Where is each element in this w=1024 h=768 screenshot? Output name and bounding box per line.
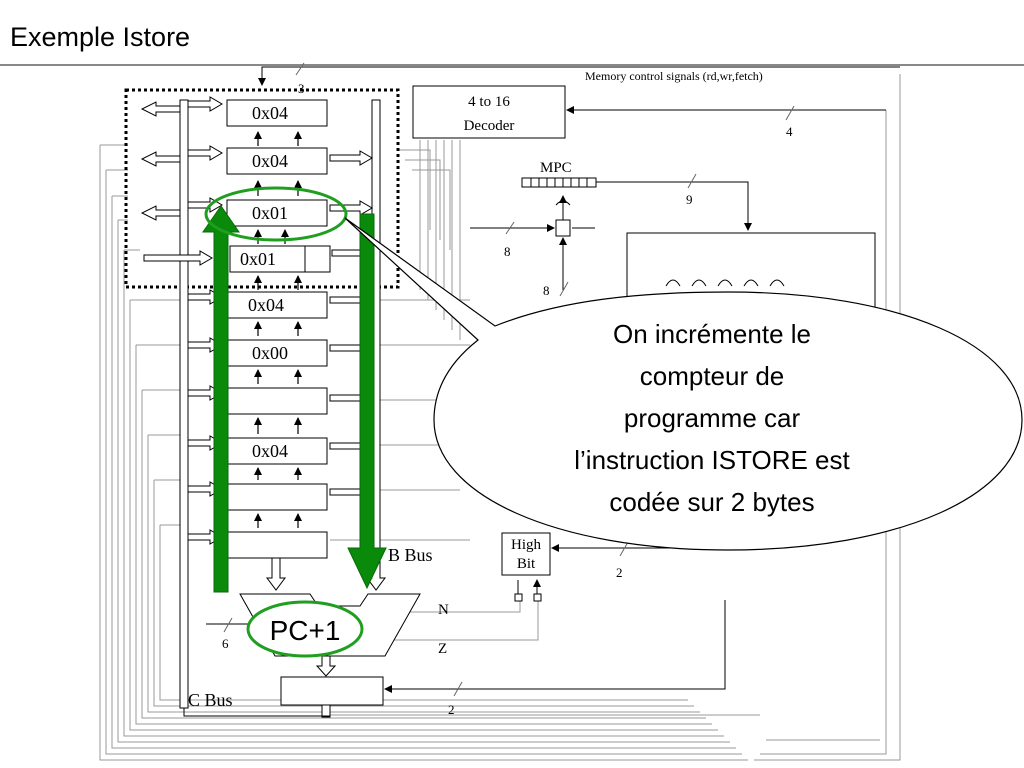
callout-line: On incrémente le (613, 319, 811, 349)
c-bus-label: C Bus (188, 690, 233, 710)
mux-up-brace (555, 200, 571, 206)
bus-width-tick (223, 617, 233, 633)
c-bus-bottom (183, 705, 331, 717)
bus-width-mux-out: 8 (543, 283, 550, 298)
decoder-label-1: 4 to 16 (468, 94, 510, 110)
b-bus-flow-arrow (347, 213, 387, 590)
register-value: 0x04 (252, 441, 288, 461)
c-bus-flow-arrow (202, 205, 240, 593)
bus-width-tick (687, 173, 697, 189)
register-value: 0x04 (252, 151, 288, 171)
mpc-to-store-wire (596, 181, 752, 231)
register-file: 0x04 0x04 0x01 0x01 0x04 0x00 0x04 (226, 99, 331, 559)
callout-bubble (344, 217, 1023, 551)
decoder-box[interactable] (412, 85, 566, 139)
memory-control-label: Memory control signals (rd,wr,fetch) (585, 69, 763, 83)
register-box[interactable] (226, 387, 328, 415)
alu-label: PC+1 (270, 615, 341, 646)
high-bit-label-1: High (511, 537, 542, 553)
alu-highlight-ellipse (246, 600, 364, 658)
bus-width-decoder: 4 (786, 124, 793, 139)
register-box[interactable] (226, 99, 328, 127)
bus-width-mux-in: 8 (504, 244, 511, 259)
bus-width-tick (785, 105, 795, 121)
high-bit-box[interactable] (501, 532, 551, 576)
b-bus-label: B Bus (388, 545, 433, 565)
flag-n-label: N (438, 602, 449, 618)
register-box[interactable] (226, 531, 328, 559)
register-box[interactable] (226, 291, 328, 319)
register-box[interactable] (226, 199, 328, 227)
callout-line: codée sur 2 bytes (609, 487, 814, 517)
flow-arrows (202, 205, 387, 593)
register-highlight-ellipse (204, 186, 348, 242)
shifter-control-wire (384, 600, 726, 693)
slide-title: Exemple Istore (10, 22, 191, 52)
memory-control-wire (258, 62, 900, 86)
bus-width-shifter: 2 (448, 702, 455, 717)
register-value: 0x04 (252, 103, 288, 123)
load-enable-arrows (254, 131, 302, 528)
bus-width-high-bit: 2 (616, 565, 623, 580)
bus-width-tick (453, 681, 463, 697)
register-value: 0x00 (252, 343, 288, 363)
decoder-label-2: Decoder (464, 118, 515, 134)
register-value: 0x04 (248, 295, 284, 315)
flag-z-label: Z (438, 641, 447, 657)
callout-line: l’instruction ISTORE est (574, 445, 850, 475)
register-value: 0x01 (240, 249, 276, 269)
bus-width-tick (505, 221, 515, 235)
callout-line: programme car (624, 403, 801, 433)
control-wires (99, 74, 901, 761)
flag-latches (514, 580, 541, 602)
high-bit-label-2: Bit (517, 556, 536, 572)
register-box[interactable] (226, 437, 328, 465)
register-box[interactable] (226, 147, 328, 175)
register-value: 0x01 (252, 203, 288, 223)
mpc-mux[interactable] (555, 219, 571, 237)
mpc-label: MPC (540, 160, 572, 176)
callout-text: On incrémente le compteur de programme c… (574, 319, 850, 517)
register-box[interactable] (226, 483, 328, 511)
bus-width-tick (559, 281, 569, 297)
shifter-box[interactable] (280, 676, 384, 706)
c-bus-line (179, 99, 189, 709)
control-store-rings (665, 279, 785, 287)
mpc-register[interactable] (521, 177, 597, 188)
callout-line: compteur de (640, 361, 785, 391)
bus-width-mpc: 9 (686, 192, 693, 207)
title-rule (0, 64, 1024, 66)
bus-width-tick (619, 541, 629, 557)
bus-width-top: 3 (298, 81, 305, 96)
register-box-inner (304, 245, 331, 273)
bus-width-alu: 6 (222, 636, 229, 651)
